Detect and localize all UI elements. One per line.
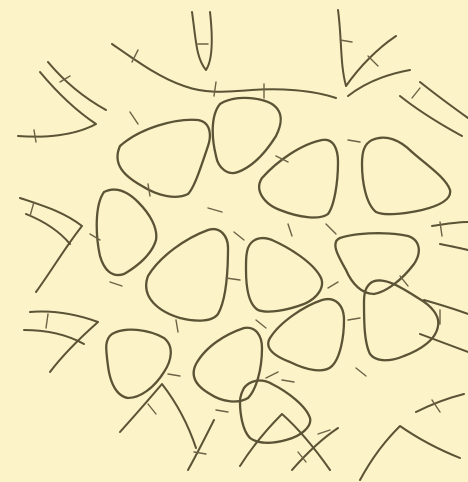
cell-network-figure [0,0,468,482]
